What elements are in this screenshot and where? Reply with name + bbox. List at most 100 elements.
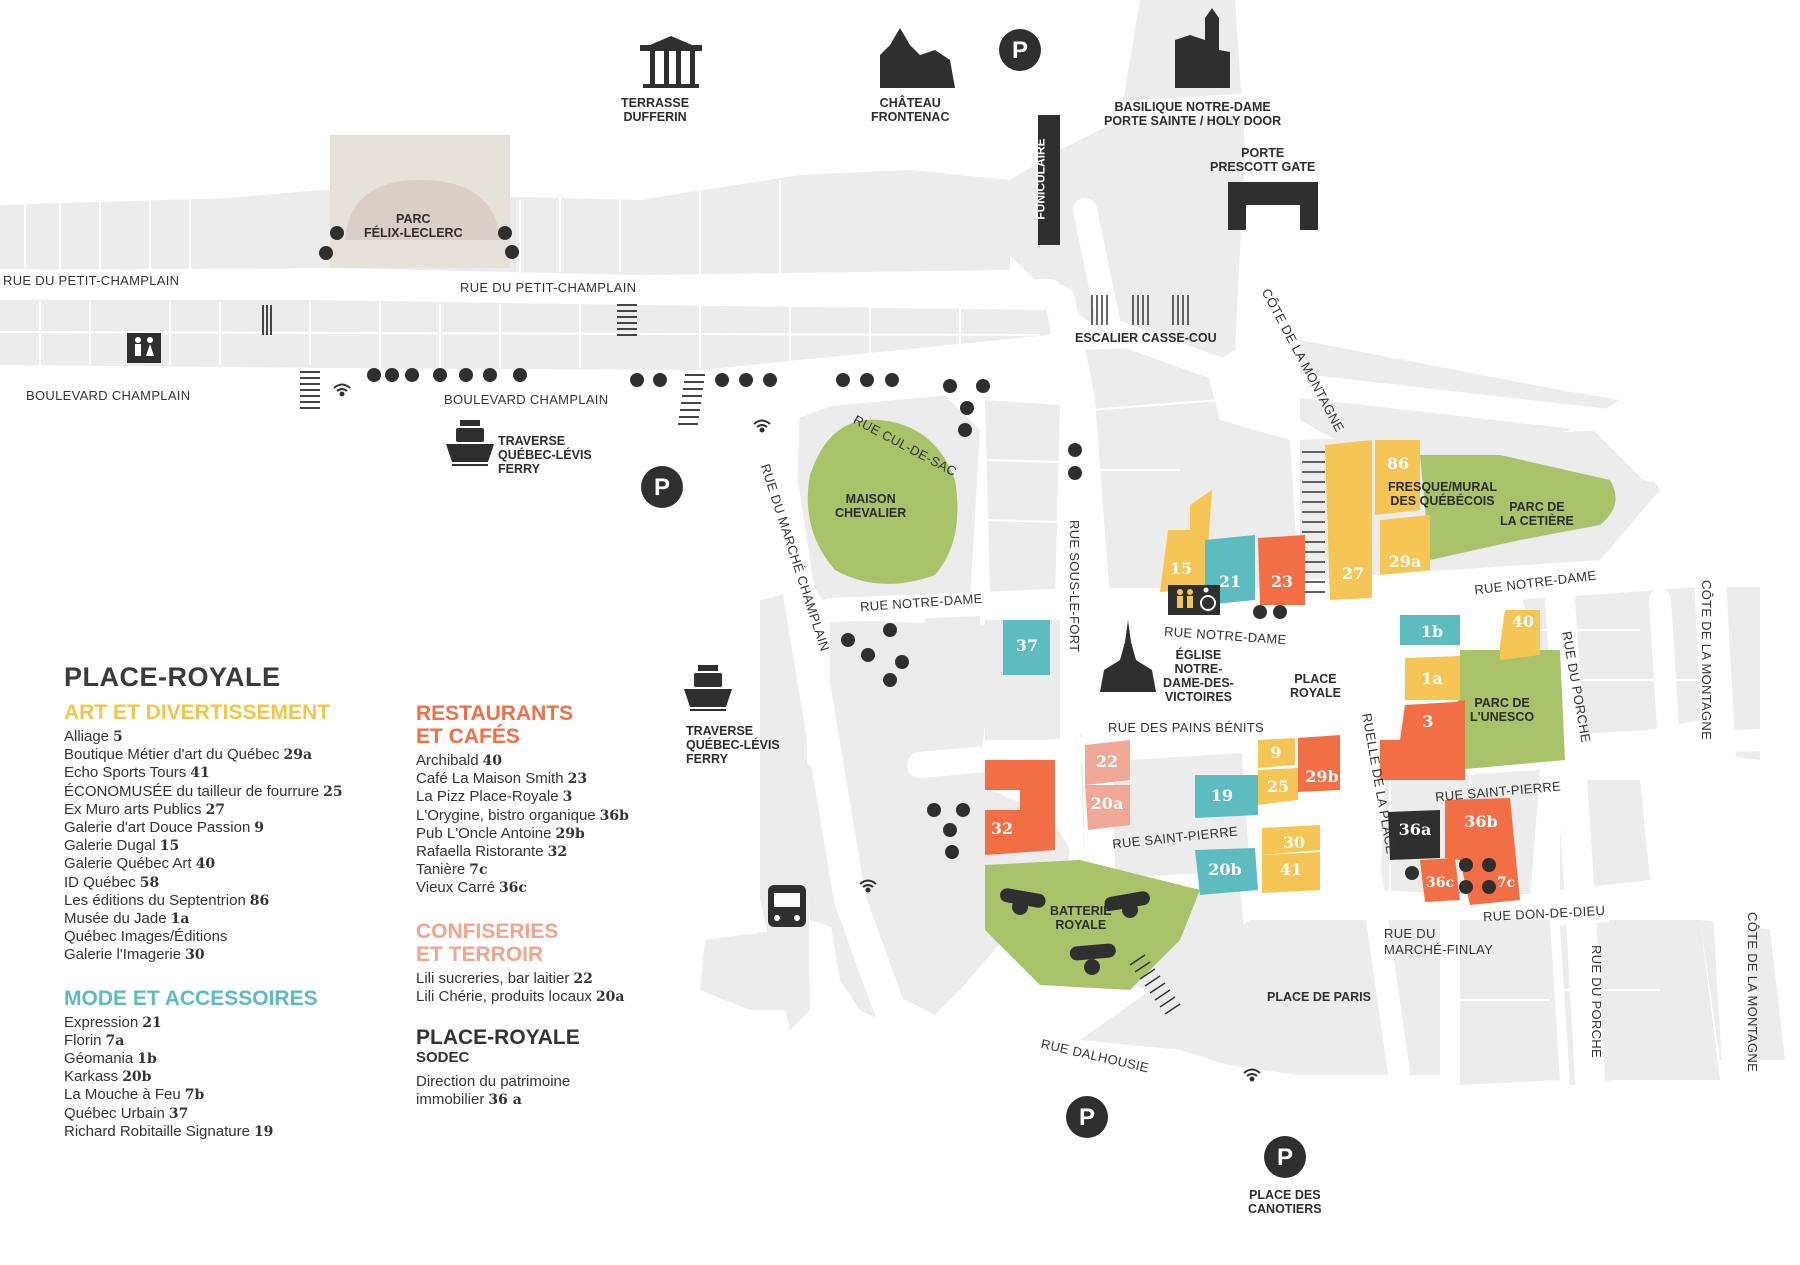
maison-chevalier-label: MAISON CHEVALIER (835, 492, 907, 520)
legend-item-number: 29b (555, 825, 585, 842)
street-petit-champlain-2: RUE DU PETIT-CHAMPLAIN (460, 280, 637, 295)
terrasse-dufferin-label: TERRASSE DUFFERIN (621, 96, 690, 124)
legend-title: PLACE-ROYALE (64, 662, 281, 692)
legend-item-number: 37 (168, 1105, 189, 1122)
legend-item-number: 22 (573, 970, 593, 987)
roads (0, 94, 1800, 1126)
parc-felix-leclerc (345, 180, 500, 240)
lot-19[interactable]: 19 (1210, 785, 1234, 805)
lot-23[interactable]: 23 (1270, 571, 1294, 591)
legend-item-name: Galerie d'art Douce Passion (64, 819, 251, 837)
legend-item-name: Alliage (64, 728, 110, 745)
legend-item-name: Florin (64, 1031, 102, 1049)
lot-27[interactable]: 27 (1341, 563, 1365, 583)
legend-item-name: Pub L'Oncle Antoine (416, 824, 552, 842)
legend-item-name: La Pizz Place-Royale (416, 788, 559, 806)
legend-item-number: 7c (469, 862, 488, 879)
svg-text:P: P (1079, 1104, 1095, 1131)
legend-item-name: Archibald (416, 752, 479, 769)
lot-21[interactable]: 21 (1218, 571, 1242, 591)
lot-32[interactable]: 32 (990, 818, 1014, 838)
legend-item-name: L'Orygine, bistro organique (416, 806, 596, 824)
svg-text:P: P (654, 474, 670, 501)
legend-item-number: 86 (249, 892, 270, 909)
lot-40[interactable]: 40 (1511, 611, 1535, 631)
place-royale-label: PLACE ROYALE (1290, 672, 1341, 700)
lot-86[interactable]: 86 (1386, 453, 1410, 473)
legend-item-name: Boutique Métier d'art du Québec (64, 746, 280, 764)
escalier-casse-cou-label: ESCALIER CASSE-COU (1075, 331, 1217, 345)
lot-7c[interactable]: 7c (1496, 875, 1516, 891)
legend-item-number: 41 (190, 765, 210, 782)
lot-22[interactable]: 22 (1095, 751, 1119, 771)
street-marche-finlay: RUE DU MARCHÉ-FINLAY (1384, 926, 1494, 957)
lot-9[interactable]: 9 (1270, 742, 1282, 762)
legend-item-name: Karkass (64, 1068, 119, 1086)
legend-item-name: Tanière (416, 861, 466, 879)
lot-30[interactable]: 30 (1282, 832, 1306, 852)
legend-item-name: Ex Muro arts Publics (64, 800, 202, 818)
lot-20a[interactable]: 20a (1090, 793, 1124, 813)
legend-art-heading: ART ET DIVERTISSEMENT (64, 701, 331, 724)
lot-20b[interactable]: 20b (1208, 859, 1242, 879)
basilique-icon (1175, 8, 1230, 88)
batterie-royale-label: BATTERIE ROYALE (1050, 904, 1112, 932)
legend-item-name: ÉCONOMUSÉE du tailleur de fourrure (64, 782, 320, 800)
legend-item-name: Galerie l'Imagerie (64, 946, 182, 964)
lot-37[interactable]: 37 (1015, 635, 1039, 655)
legend-item-number: 9 (254, 820, 265, 837)
lot-36a[interactable]: 36a (1398, 819, 1432, 839)
lot-36c[interactable]: 36c (1425, 875, 1454, 891)
legend-item-number: 32 (547, 844, 568, 861)
crosswalks (262, 304, 705, 425)
lot-29b[interactable]: 29b (1305, 766, 1339, 786)
toilet-icon (127, 333, 161, 363)
chateau-frontenac-icon (880, 28, 955, 88)
fresque-label: FRESQUE/MURAL DES QUÉBÉCOIS (1388, 480, 1498, 508)
funiculaire-label: FUNICULAIRE (1033, 138, 1048, 220)
legend-item-number: 29a (283, 747, 313, 764)
lot-1a[interactable]: 1a (1421, 668, 1443, 688)
lot-25[interactable]: 25 (1266, 776, 1290, 796)
lot-1b[interactable]: 1b (1420, 621, 1444, 641)
lot-15[interactable]: 15 (1169, 558, 1193, 578)
legend-direction-line1: Direction du patrimoine (416, 1073, 571, 1091)
legend-item-number: 3 (562, 789, 573, 806)
lot-3[interactable]: 3 (1422, 711, 1434, 731)
legend-item-number: 5 (113, 729, 123, 745)
ferry-icons (446, 420, 732, 711)
funiculaire-rail (1038, 115, 1060, 245)
lot-36b[interactable]: 36b (1464, 811, 1498, 831)
legend-item-name: Lili Chérie, produits locaux (416, 987, 592, 1005)
legend-item-number: 15 (159, 838, 180, 855)
eglise-label: ÉGLISE NOTRE- DAME-DES- VICTOIRES (1163, 648, 1234, 704)
legend-left: PLACE-ROYALE ART ET DIVERTISSEMENT Allia… (64, 662, 343, 1141)
lot-29a[interactable]: 29a (1388, 551, 1422, 571)
street-cote-montagne-2: CÔTE DE LA MONTAGNE (1699, 580, 1714, 741)
lot-41[interactable]: 41 (1279, 859, 1303, 879)
legend-item-number: 58 (139, 874, 160, 891)
